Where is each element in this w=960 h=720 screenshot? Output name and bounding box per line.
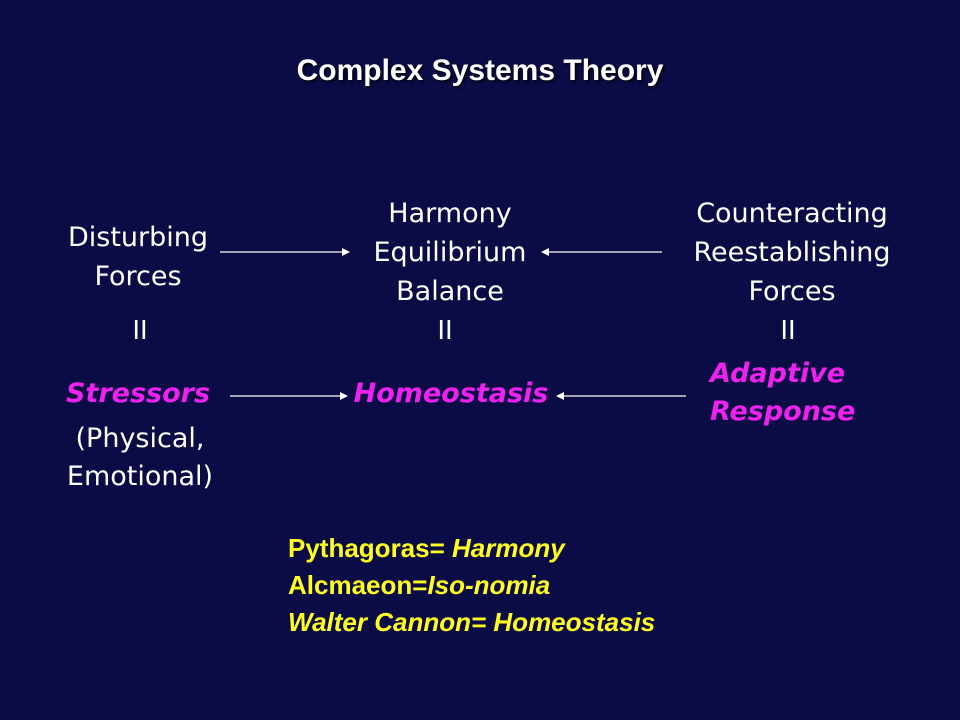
arrow-counteracting-to-harmony <box>541 248 662 256</box>
harmony-balance-label: Harmony Equilibrium Balance <box>350 194 550 311</box>
equals-marker-center: II <box>437 316 453 346</box>
arrow-adaptive-to-homeostasis <box>556 392 686 400</box>
note-alcmaeon: Alcmaeon=Iso-nomia <box>288 570 551 600</box>
arrow-stressors-to-homeostasis <box>230 392 348 400</box>
adaptive-response-label: Adaptive Response <box>710 355 910 431</box>
equals-marker-left: II <box>132 316 148 346</box>
stressors-subtitle: (Physical, Emotional) <box>40 420 240 496</box>
balance-line: Balance <box>396 276 504 307</box>
disturbing-forces-line-2: Forces <box>94 261 182 292</box>
counteracting-forces-label: Counteracting Reestablishing Forces <box>670 194 914 311</box>
equals-marker-right: II <box>780 316 796 346</box>
stressors-label: Stressors <box>65 378 211 409</box>
disturbing-forces-label: Disturbing Forces <box>40 218 236 296</box>
equilibrium-line: Equilibrium <box>373 237 527 268</box>
physical-line: (Physical, <box>75 423 205 454</box>
emotional-line: Emotional) <box>66 461 214 492</box>
note-pythagoras: Pythagoras= Harmony <box>288 533 565 563</box>
homeostasis-label: Homeostasis <box>353 378 549 409</box>
disturbing-forces-line-1: Disturbing <box>67 222 209 253</box>
counteracting-line: Counteracting <box>696 198 888 229</box>
response-line: Response <box>710 396 856 427</box>
adaptive-line: Adaptive <box>710 358 846 389</box>
reestablishing-line: Reestablishing <box>693 237 891 268</box>
historical-notes: Pythagoras= Harmony Alcmaeon=Iso-nomia W… <box>288 530 888 641</box>
slide-title: Complex Systems Theory <box>296 54 664 87</box>
arrow-disturbing-to-harmony <box>220 248 350 256</box>
note-walter-cannon: Walter Cannon= Homeostasis <box>288 607 656 637</box>
harmony-line: Harmony <box>388 198 512 229</box>
forces-line: Forces <box>748 276 836 307</box>
